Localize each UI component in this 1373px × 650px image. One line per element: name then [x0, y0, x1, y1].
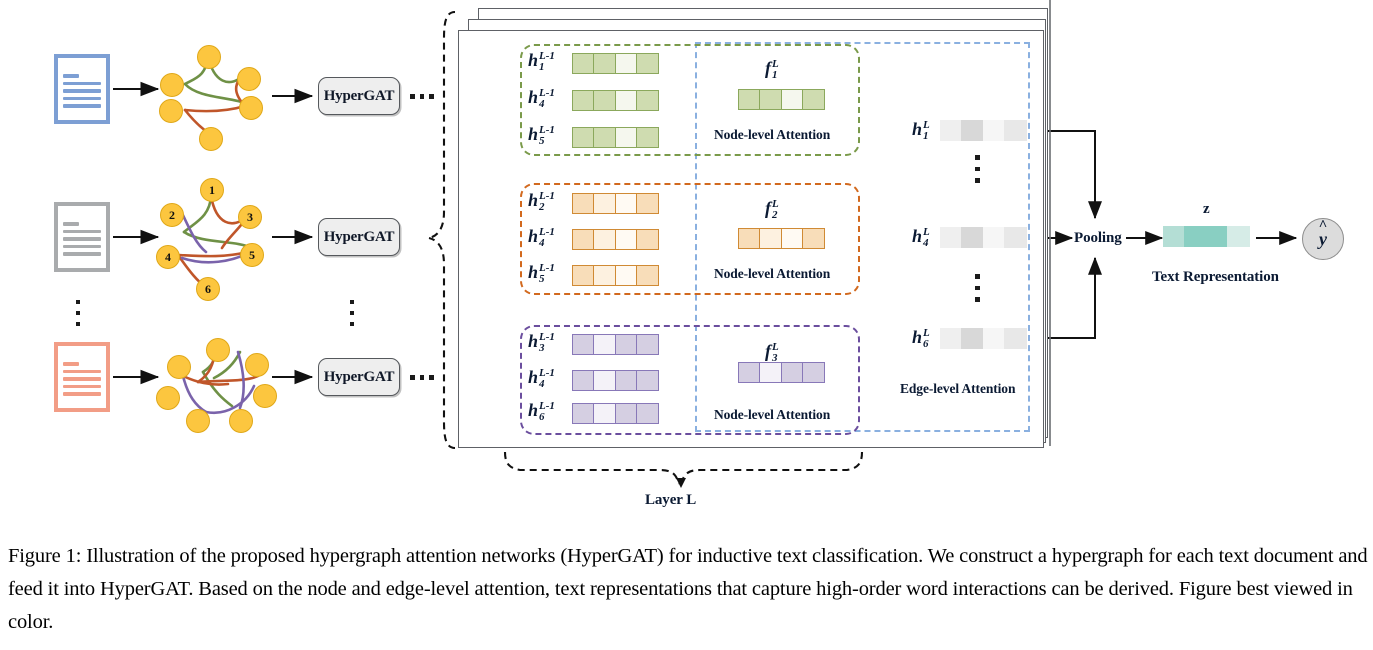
graph-node-label: 5 [249, 247, 255, 262]
vector-h4-prev-purple [572, 370, 660, 391]
hyperedge-group-purple [520, 325, 860, 435]
graph1-node [197, 45, 221, 69]
z-label: z [1203, 201, 1210, 217]
edge-level-attention-label: Edge-level Attention [900, 381, 1016, 396]
document-icon-orange [54, 342, 110, 412]
graph1-node [160, 73, 184, 97]
graph-node-label: 3 [247, 209, 253, 224]
vector-h1-out [940, 120, 1028, 141]
hypergat-box-1[interactable]: HyperGAT [318, 77, 400, 115]
hypergat-ellipsis [350, 300, 354, 326]
graph3-node [186, 409, 210, 433]
graph2-node-5: 5 [240, 243, 264, 267]
vector-h4-out [940, 227, 1028, 248]
hyperedge-group-green [520, 44, 860, 156]
edge-level-attention-box [695, 42, 1030, 432]
prediction-node: y [1302, 218, 1344, 260]
graph1-node [159, 99, 183, 123]
hypergat-label: HyperGAT [323, 87, 395, 104]
vector-f3 [738, 362, 826, 383]
graph3-node [206, 338, 230, 362]
graph-node-label: 6 [205, 281, 211, 296]
figure-caption: Figure 1: Illustration of the proposed h… [8, 545, 1368, 633]
vector-h3-prev [572, 334, 660, 355]
layer-label: Layer L [645, 492, 697, 508]
graph2-node-1: 1 [200, 178, 224, 202]
node-level-attention-label-green: Node-level Attention [714, 127, 831, 142]
vector-h2-prev [572, 193, 660, 214]
vector-f1 [738, 89, 826, 110]
graph3-node [245, 353, 269, 377]
vector-h5-prev-orange [572, 265, 660, 286]
graph1-node [237, 67, 261, 91]
hyperedge-group-orange [520, 183, 860, 295]
vector-h4-prev-orange [572, 229, 660, 250]
graph3-node [229, 409, 253, 433]
graph3-node [253, 384, 277, 408]
vector-h6-prev [572, 403, 660, 424]
pooling-label: Pooling [1074, 230, 1122, 246]
graph-node-label: 4 [165, 249, 171, 264]
node-level-attention-label-purple: Node-level Attention [714, 407, 831, 422]
hypergat-row1-ellipsis [410, 94, 434, 99]
graph3-node [156, 386, 180, 410]
graph1-node [199, 127, 223, 151]
vector-h4-prev-green [572, 90, 660, 111]
graph2-node-2: 2 [160, 203, 184, 227]
hypergat-label: HyperGAT [323, 368, 395, 385]
graph1-node [239, 96, 263, 120]
document-lines [63, 362, 101, 400]
vector-z [1163, 226, 1251, 247]
hypergat-label: HyperGAT [323, 228, 395, 245]
node-level-attention-label-orange: Node-level Attention [714, 266, 831, 281]
hypergat-box-2[interactable]: HyperGAT [318, 218, 400, 256]
document-icon-gray [54, 202, 110, 272]
vector-h1-prev [572, 53, 660, 74]
hypergat-box-3[interactable]: HyperGAT [318, 358, 400, 396]
graph2-node-6: 6 [196, 277, 220, 301]
node-outputs-ellipsis-bottom [975, 274, 980, 302]
figure-diagram: 1 2 3 4 5 6 HyperGAT HyperGAT HyperGAT [0, 0, 1373, 525]
graph2-node-3: 3 [238, 205, 262, 229]
hypergat-row3-ellipsis [410, 375, 434, 380]
document-lines [63, 74, 101, 112]
graph2-node-4: 4 [156, 245, 180, 269]
vector-f2 [738, 228, 826, 249]
graph3-node [167, 355, 191, 379]
yhat-label: y [1319, 229, 1327, 250]
documents-ellipsis [76, 300, 80, 326]
node-outputs-ellipsis-top [975, 155, 980, 183]
vector-h5-prev-green [572, 127, 660, 148]
graph-node-label: 1 [209, 182, 215, 197]
vector-h6-out [940, 328, 1028, 349]
document-lines [63, 222, 101, 260]
graph-node-label: 2 [169, 207, 175, 222]
document-icon-blue [54, 54, 110, 124]
text-representation-label: Text Representation [1152, 269, 1279, 285]
